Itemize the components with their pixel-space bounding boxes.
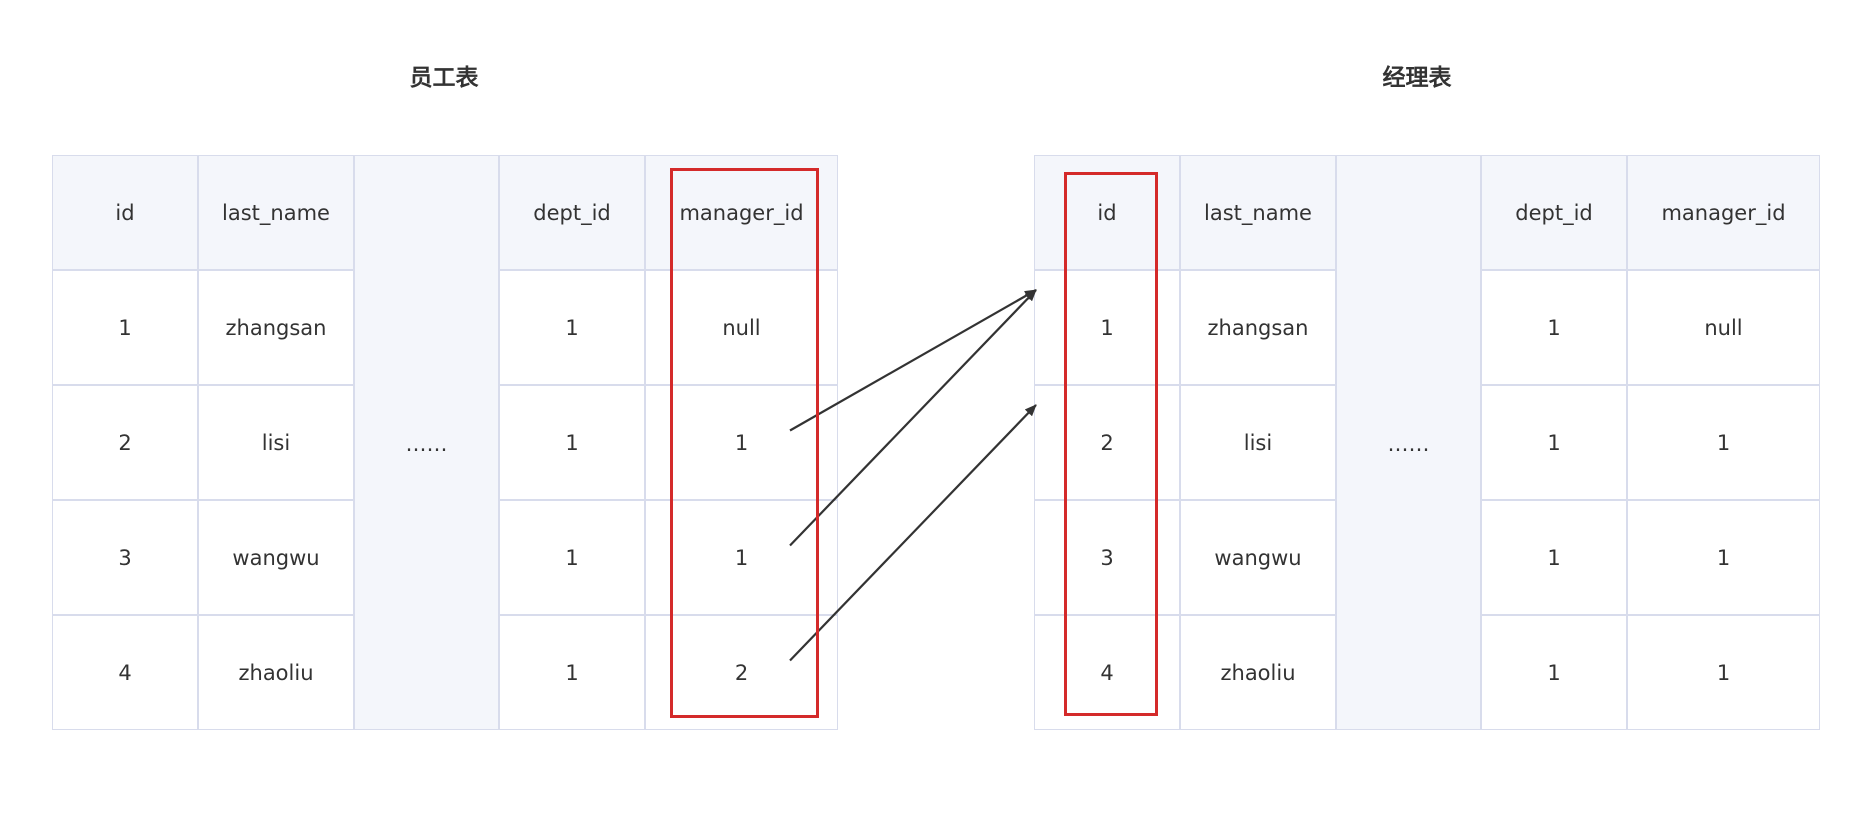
employee-table-title: 员工表 — [409, 65, 479, 91]
employee-cell-last-name-row-2: lisi — [198, 385, 354, 500]
manager-cell-last-name-row-2: lisi — [1180, 385, 1336, 500]
manager-cell-dept-id-row-4: 1 — [1481, 615, 1627, 730]
employee-cell-dept-id-row-3: 1 — [499, 500, 645, 615]
manager-highlight-id — [1064, 172, 1158, 716]
manager-cell-last-name-row-1: zhangsan — [1180, 270, 1336, 385]
employee-cell-manager-id-row-1: null — [645, 270, 838, 385]
employee-ellipsis-column: …… — [354, 155, 499, 730]
manager-cell-dept-id-row-1: 1 — [1481, 270, 1627, 385]
manager-cell-last-name-row-4: zhaoliu — [1180, 615, 1336, 730]
manager-cell-dept-id-row-2: 1 — [1481, 385, 1627, 500]
employee-cell-dept-id-row-2: 1 — [499, 385, 645, 500]
employee-cell-manager-id-row-3: 1 — [645, 500, 838, 615]
manager-header-manager-id: manager_id — [1627, 155, 1820, 270]
employee-header-manager-id: manager_id — [645, 155, 838, 270]
manager-header-last-name: last_name — [1180, 155, 1336, 270]
manager-ellipsis-column: …… — [1336, 155, 1481, 730]
arrow-row-4-to-id-2 — [789, 404, 1037, 662]
manager-cell-manager-id-row-2: 1 — [1627, 385, 1820, 500]
employee-cell-last-name-row-1: zhangsan — [198, 270, 354, 385]
employee-cell-id-row-3: 3 — [52, 500, 198, 615]
employee-cell-last-name-row-3: wangwu — [198, 500, 354, 615]
employee-cell-manager-id-row-2: 1 — [645, 385, 838, 500]
manager-cell-manager-id-row-4: 1 — [1627, 615, 1820, 730]
employee-cell-dept-id-row-4: 1 — [499, 615, 645, 730]
employee-header-last-name: last_name — [198, 155, 354, 270]
employee-cell-id-row-1: 1 — [52, 270, 198, 385]
manager-cell-last-name-row-3: wangwu — [1180, 500, 1336, 615]
employee-cell-manager-id-row-4: 2 — [645, 615, 838, 730]
manager-cell-dept-id-row-3: 1 — [1481, 500, 1627, 615]
manager-cell-manager-id-row-1: null — [1627, 270, 1820, 385]
manager-header-dept-id: dept_id — [1481, 155, 1627, 270]
employee-header-dept-id: dept_id — [499, 155, 645, 270]
arrow-row-2-to-id-1 — [789, 289, 1037, 432]
arrow-row-3-to-id-1 — [789, 289, 1037, 547]
employee-cell-id-row-2: 2 — [52, 385, 198, 500]
manager-table-title: 经理表 — [1382, 65, 1452, 91]
employee-cell-id-row-4: 4 — [52, 615, 198, 730]
manager-cell-manager-id-row-3: 1 — [1627, 500, 1820, 615]
employee-cell-dept-id-row-1: 1 — [499, 270, 645, 385]
employee-header-id: id — [52, 155, 198, 270]
employee-cell-last-name-row-4: zhaoliu — [198, 615, 354, 730]
employee-highlight-manager-id — [670, 168, 819, 718]
